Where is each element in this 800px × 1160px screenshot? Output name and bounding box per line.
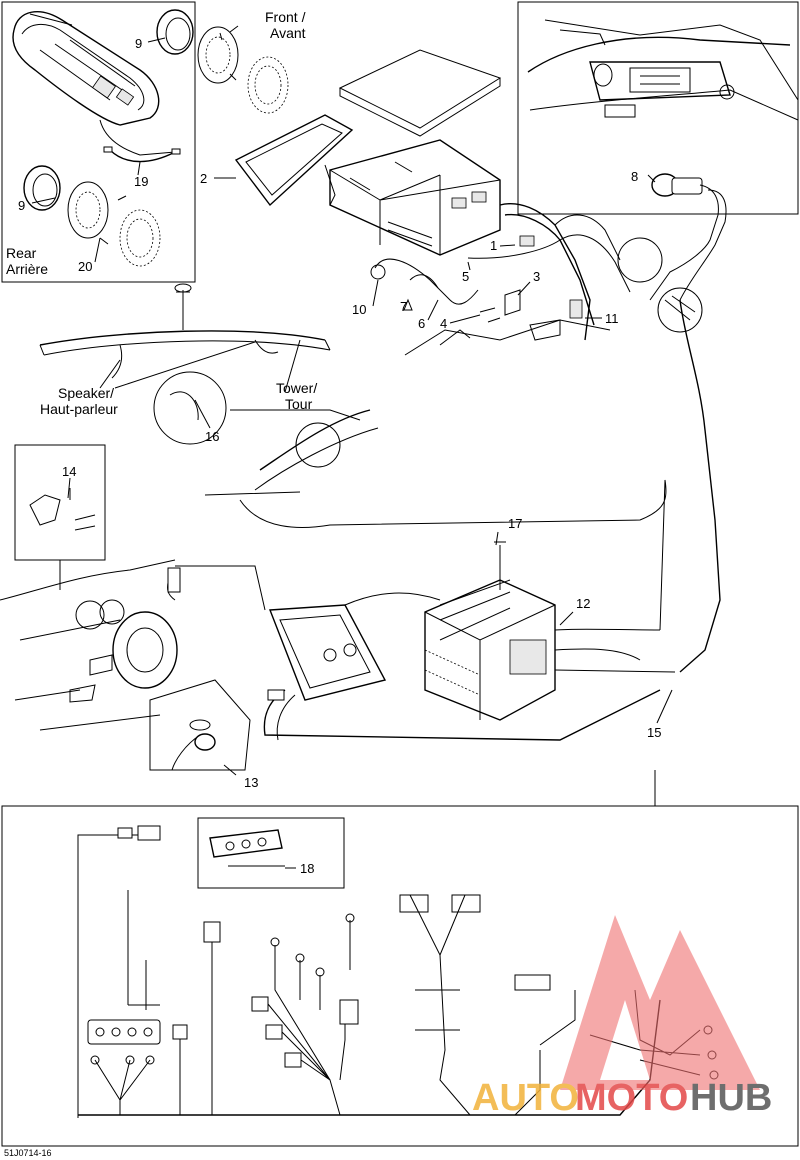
callout-16: 16 [205,429,219,444]
figure-id: 51J0714-16 [4,1148,52,1158]
leader-lines [29,13,673,869]
callout-9-rear: 9 [18,198,25,213]
rear-label: Rear [6,245,37,261]
callout-5: 5 [462,269,469,284]
callout-20: 20 [78,259,92,274]
arriere-label: Arrière [6,261,48,277]
watermark-moto: MOTO [575,1077,688,1119]
callout-13: 13 [244,775,258,790]
callout-4: 4 [440,316,447,331]
watermark-auto: AUTO [472,1077,579,1119]
speaker-inset [1,1,289,283]
avant-label: Avant [270,25,306,41]
callout-18: 18 [300,861,314,876]
callout-15: 15 [647,725,661,740]
callout-3: 3 [533,269,540,284]
callout-14: 14 [62,464,76,479]
tower-label: Tower/ [276,380,317,396]
aux-jack [649,173,727,673]
amplifier-section [263,541,676,741]
watermark-hub: HUB [690,1077,772,1119]
callout-11: 11 [605,311,619,326]
callout-8: 8 [631,169,638,184]
dash-area [0,444,266,771]
callout-6: 6 [418,316,425,331]
radio-assembly [234,49,663,356]
callout-17: 17 [508,516,522,531]
callout-2: 2 [200,171,207,186]
speaker-label: Speaker/ [58,385,114,401]
callout-9-front: 9 [135,36,142,51]
haut-parleur-label: Haut-parleur [40,401,118,417]
tour-label: Tour [285,396,313,412]
callout-19: 19 [134,174,148,189]
dash-inset [517,1,799,215]
callout-7: 7 [400,299,407,314]
callout-1: 1 [490,238,497,253]
callout-12: 12 [576,596,590,611]
text-labels: Front / Avant Rear Arrière Speaker/ Haut… [6,9,317,417]
watermark-triangle [560,915,760,1090]
callout-10: 10 [352,302,366,317]
callout-numbers: 1 2 3 4 5 6 7 8 9 9 10 11 12 13 14 15 16… [4,36,661,1158]
tower-section [39,283,667,631]
watermark-logo: AUTO MOTO HUB [472,915,772,1119]
front-label: Front / [265,9,306,25]
